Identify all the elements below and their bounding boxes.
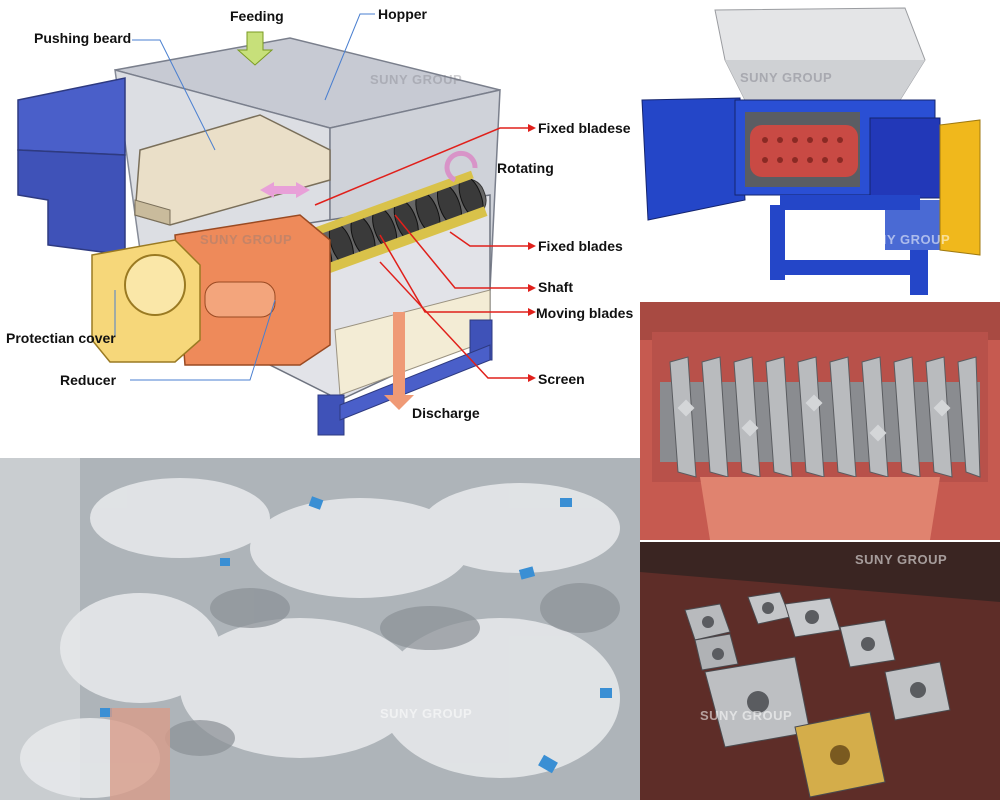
label-fixed-bladese: Fixed bladese [538,120,631,136]
label-rotating: Rotating [497,160,554,176]
label-screen: Screen [538,371,585,387]
leader-moving-blades [379,234,528,313]
machine-photo: SUNY GROUP SUNY GROUP [640,0,1000,300]
cover-disc [124,254,186,316]
leader-fixed-blades [449,231,528,247]
feeding-arrow [236,31,274,66]
label-moving-blades: Moving blades [536,305,634,321]
machine-rotor [750,125,858,177]
discharge-arrow [384,312,414,410]
frame-base-right [339,344,491,421]
label-reducer: Reducer [60,372,117,388]
shredder-diagram-drawing [17,13,536,436]
blades-watermark-2: SUNY GROUP [700,708,793,723]
label-hopper: Hopper [378,6,427,22]
rotor-blades [669,356,981,478]
blades-photo: SUNY GROUP SUNY GROUP [640,542,1000,800]
rotor [301,170,488,278]
label-protectian-cover: Protectian cover [6,330,116,346]
shredded-material-photo: SUNY GROUP [0,458,640,800]
machine-photo-drawing [641,7,981,295]
label-feeding: Feeding [230,8,284,24]
diagram-watermark: SUNY GROUP [370,72,463,87]
leader-fixed-bladese [314,127,528,206]
leader-shaft [394,214,528,289]
label-shaft: Shaft [538,279,573,295]
material-watermark: SUNY GROUP [380,706,473,721]
leader-pushing-beard [132,39,216,151]
rotating-arrow [444,150,478,183]
blades-photo-drawing [640,542,1000,800]
rotor-closeup-drawing [640,302,1000,540]
shredded-material-drawing [0,458,640,800]
frame-left-top [17,77,126,156]
reducer-shaft [204,281,276,318]
frame-left-front [17,149,126,256]
label-pushing-beard: Pushing beard [34,30,132,46]
pushing-direction-arrow [260,182,310,198]
leader-hopper [324,13,375,101]
machine-belt-guard [939,119,981,256]
machine-gearbox [869,117,941,199]
rotor-closeup-photo [640,302,1000,540]
blades-watermark: SUNY GROUP [855,552,948,567]
machine-door [641,97,746,221]
machine-watermark: SUNY GROUP [740,70,833,85]
shredder-diagram: SUNY GROUP SUNY GROUP Feeding Hopper Pus… [0,0,640,450]
diagram-watermark-2: SUNY GROUP [200,232,293,247]
rotor-screen [700,477,940,540]
machine-watermark-2: SUNY GROUP [858,232,951,247]
label-fixed-blades: Fixed blades [538,238,623,254]
label-discharge: Discharge [412,405,480,421]
leader-screen [379,261,528,379]
leader-reducer [130,299,276,381]
